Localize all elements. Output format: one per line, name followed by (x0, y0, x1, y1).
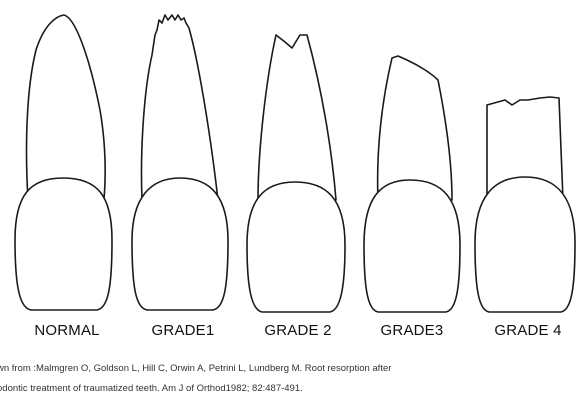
tooth-grade1 (132, 15, 228, 310)
tooth-grade3 (364, 56, 460, 312)
root-grade1 (141, 15, 218, 200)
crown-grade1 (132, 178, 228, 310)
caption-line-2: odontic treatment of traumatized teeth. … (0, 379, 583, 399)
crown-grade4 (475, 177, 575, 312)
crown-grade3 (364, 180, 460, 312)
tooth-grade2 (247, 35, 345, 312)
label-grade4: GRADE 4 (473, 322, 583, 339)
citation-caption: wn from :Malmgren O, Goldson L, Hill C, … (0, 359, 583, 399)
label-grade1: GRADE1 (128, 322, 238, 339)
grade-labels: NORMAL GRADE1 GRADE 2 GRADE3 GRADE 4 (0, 322, 586, 346)
label-grade2: GRADE 2 (243, 322, 353, 339)
root-grade2 (258, 35, 336, 200)
tooth-grade4 (475, 97, 575, 312)
label-normal: NORMAL (12, 322, 122, 339)
crown-normal (15, 178, 112, 310)
root-grade3 (378, 56, 452, 200)
crown-grade2 (247, 182, 345, 312)
label-grade3: GRADE3 (357, 322, 467, 339)
root-normal (27, 15, 106, 200)
tooth-normal (15, 15, 112, 310)
caption-line-1: wn from :Malmgren O, Goldson L, Hill C, … (0, 359, 583, 379)
